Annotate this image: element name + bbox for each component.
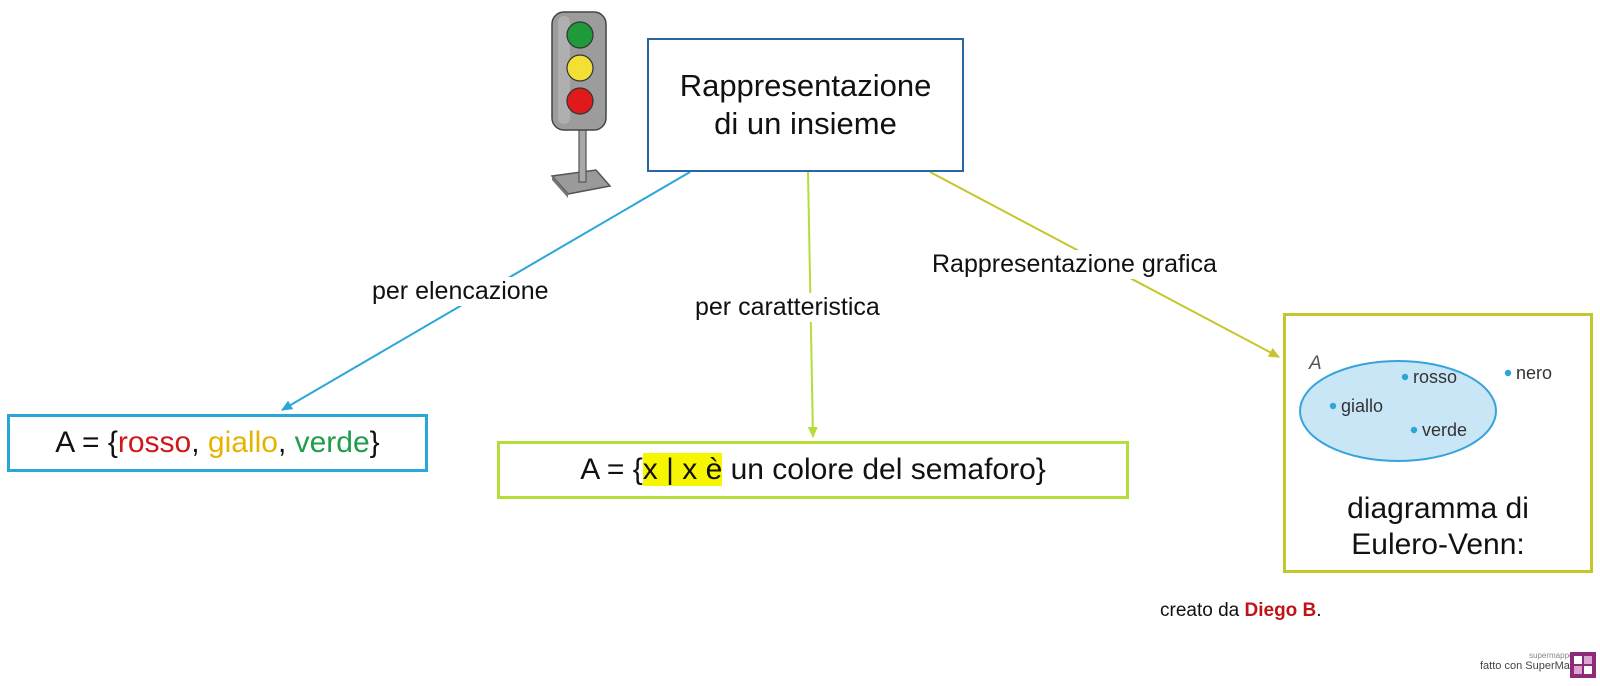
- edge-label-list: per elencazione: [372, 277, 549, 306]
- venn-element-nero: nero: [1516, 363, 1552, 383]
- characteristic-node[interactable]: A = {x | x è un colore del semaforo}: [497, 441, 1129, 499]
- edge-label-graphic: Rappresentazione grafica: [932, 250, 1217, 279]
- root-title-line1: Rappresentazione: [679, 68, 932, 103]
- venn-element-giallo: giallo: [1341, 396, 1383, 416]
- footer-made-with-text: fatto con SuperMappe: [1480, 660, 1589, 672]
- edge-label-characteristic: per caratteristica: [695, 293, 880, 322]
- credit-suffix: .: [1316, 600, 1322, 621]
- credit-prefix: creato da: [1160, 600, 1245, 621]
- charac-highlight: x | x è: [642, 453, 723, 486]
- venn-dot-nero: [1504, 369, 1512, 377]
- venn-dot-giallo: [1329, 402, 1337, 410]
- list-expression: A = {rosso, giallo, verde}: [55, 426, 379, 460]
- venn-element-rosso: rosso: [1413, 367, 1457, 387]
- credit-author: Diego B: [1244, 600, 1317, 621]
- list-sep-1: ,: [191, 426, 208, 459]
- charac-rest: un colore del semaforo}: [722, 453, 1046, 486]
- list-suffix: }: [369, 426, 380, 459]
- credit-text: creato da Diego B.: [1160, 600, 1322, 622]
- venn-dot-verde: [1410, 426, 1418, 434]
- venn-title-line1: diagramma di: [1347, 492, 1529, 525]
- venn-set-ellipse: [1299, 360, 1497, 462]
- list-item-verde: verde: [294, 426, 370, 459]
- venn-set-label: A: [1308, 353, 1322, 374]
- venn-diagram: A rosso giallo verde nero: [1299, 353, 1552, 462]
- venn-title: diagramma di Eulero-Venn:: [1286, 491, 1590, 563]
- traffic-light-icon: [550, 11, 612, 198]
- root-title-line2: di un insieme: [714, 106, 897, 141]
- supermappe-logo-icon: [1570, 652, 1596, 678]
- footer-brand: supermappe.it: [1529, 651, 1580, 660]
- charac-prefix: A = {: [580, 453, 643, 486]
- list-sep-2: ,: [277, 426, 295, 459]
- footer-made-with: supermappe.it fatto con SuperMappe: [1480, 651, 1589, 672]
- venn-element-verde: verde: [1422, 420, 1467, 440]
- root-node[interactable]: Rappresentazione di un insieme: [647, 38, 964, 172]
- venn-title-line2: Eulero-Venn:: [1351, 528, 1525, 561]
- characteristic-expression: A = {x | x è un colore del semaforo}: [580, 453, 1046, 487]
- list-node[interactable]: A = {rosso, giallo, verde}: [7, 414, 428, 472]
- list-item-rosso: rosso: [117, 426, 192, 459]
- list-item-giallo: giallo: [207, 426, 278, 459]
- list-prefix: A = {: [55, 426, 118, 459]
- venn-node[interactable]: A rosso giallo verde nero diagramma di E…: [1283, 313, 1593, 573]
- venn-dot-rosso: [1401, 373, 1409, 381]
